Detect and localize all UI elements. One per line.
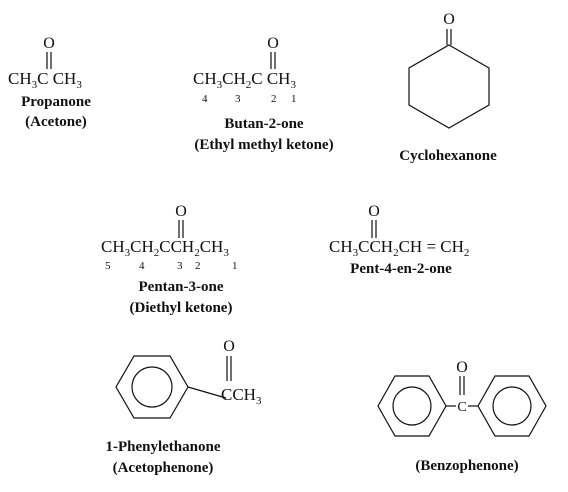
butanone-name: Butan-2-one xyxy=(224,116,304,132)
pentan-3-one: O CH3CH2CCH2CH3 5 4 3 2 1 Pentan-3-one (… xyxy=(101,203,238,316)
propanone: O CH3C CH3 Propanone (Acetone) xyxy=(8,35,91,130)
propanone-common-name: (Acetone) xyxy=(25,114,87,130)
benzophenone: O C (Benzophenone) xyxy=(377,359,547,474)
butanone-common-name: (Ethyl methyl ketone) xyxy=(194,137,333,153)
pentenone-formula: CH3CCH2CH = CH2 xyxy=(329,237,469,259)
butanone-carbon-number: 3 xyxy=(235,93,241,105)
benzophenone-carbonyl-carbon: C xyxy=(457,400,466,415)
acetophenone-ring-bond xyxy=(187,386,227,399)
acetophenone-formula: CCH3 xyxy=(221,385,262,407)
pentanone-common-name: (Diethyl ketone) xyxy=(130,300,233,316)
pentanone-carbon-number: 2 xyxy=(195,260,201,272)
propanone-name: Propanone xyxy=(21,94,91,110)
butanone-carbon-number: 2 xyxy=(271,93,277,105)
pentanone-carbon-number: 1 xyxy=(232,260,238,272)
propanone-oxygen: O xyxy=(43,35,55,52)
butanone-carbon-number: 1 xyxy=(291,93,297,105)
cyclohexanone-name: Cyclohexanone xyxy=(399,148,497,164)
benzophenone-oxygen: O xyxy=(456,359,468,376)
pentenone-oxygen: O xyxy=(368,203,380,220)
pentanone-name: Pentan-3-one xyxy=(139,279,224,295)
pentanone-carbon-number: 5 xyxy=(105,260,111,272)
acetophenone-common-name: (Acetophenone) xyxy=(113,460,214,476)
cyclohexanone-oxygen: O xyxy=(443,11,455,28)
benzene-aromatic-circle-right xyxy=(492,386,532,426)
propanone-formula: CH3C CH3 xyxy=(8,69,82,91)
cyclohexanone: O Cyclohexanone xyxy=(399,11,497,164)
butanone-formula: CH3CH2C CH3 xyxy=(193,69,296,91)
butanone-carbon-number: 4 xyxy=(202,93,208,105)
cyclohexane-ring xyxy=(408,44,490,129)
pentenone-name: Pent-4-en-2-one xyxy=(350,261,452,277)
acetophenone: O CCH3 1-Phenylethanone (Acetophenone) xyxy=(105,338,261,476)
pentanone-formula: CH3CH2CCH2CH3 xyxy=(101,237,229,259)
butanone-oxygen: O xyxy=(267,35,279,52)
benzene-aromatic-circle-left xyxy=(392,386,432,426)
benzene-ring-right xyxy=(477,375,547,437)
benzene-ring xyxy=(115,355,189,419)
pentanone-carbon-number: 4 xyxy=(139,260,145,272)
benzophenone-name: (Benzophenone) xyxy=(415,458,518,474)
benzene-ring-left xyxy=(377,375,447,437)
pentanone-carbon-number: 3 xyxy=(177,260,183,272)
acetophenone-oxygen: O xyxy=(223,338,235,355)
butan-2-one: O CH3CH2C CH3 4 3 2 1 Butan-2-one (Ethyl… xyxy=(193,35,334,153)
pentanone-oxygen: O xyxy=(175,203,187,220)
pent-4-en-2-one: O CH3CCH2CH = CH2 Pent-4-en-2-one xyxy=(329,203,469,277)
benzene-aromatic-circle xyxy=(131,366,173,408)
acetophenone-name: 1-Phenylethanone xyxy=(105,439,220,455)
